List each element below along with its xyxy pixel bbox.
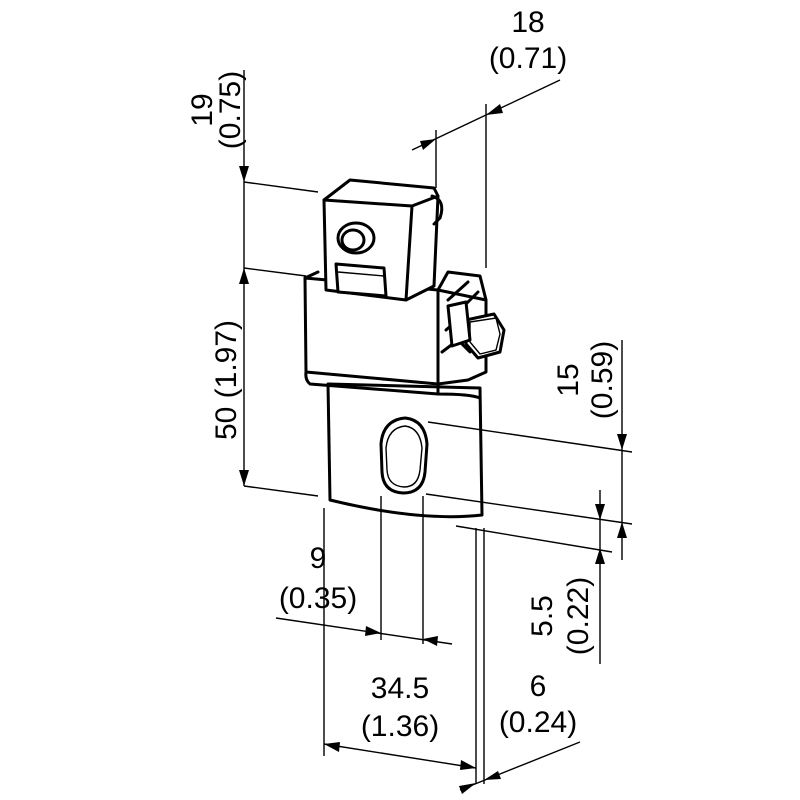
- dimension-lines: [239, 70, 627, 794]
- top-height-imperial: (0.75): [214, 71, 247, 149]
- slot-width-imperial: (0.35): [279, 582, 357, 615]
- bottom-offset-value: 5.5: [526, 595, 559, 637]
- slot-offset-value: 15: [552, 363, 585, 396]
- top-width-imperial: (0.71): [489, 42, 567, 75]
- slot-width-value: 9: [310, 542, 327, 575]
- mounting-bracket: [303, 178, 506, 519]
- slot-offset-imperial: (0.59): [586, 341, 619, 419]
- extension-lines: [243, 104, 633, 784]
- thickness-imperial: (0.24): [499, 706, 577, 739]
- thickness-value: 6: [530, 670, 547, 703]
- main-height-label: 50 (1.97): [210, 320, 243, 440]
- overall-width-imperial: (1.36): [361, 710, 439, 743]
- bottom-offset-imperial: (0.22): [562, 577, 595, 655]
- dimension-labels: 18 (0.71) 19 (0.75) 50 (1.97) 15 (0.59) …: [186, 6, 619, 743]
- top-height-value: 19: [186, 93, 219, 126]
- top-width-value: 18: [511, 6, 544, 39]
- overall-width-value: 34.5: [371, 672, 429, 705]
